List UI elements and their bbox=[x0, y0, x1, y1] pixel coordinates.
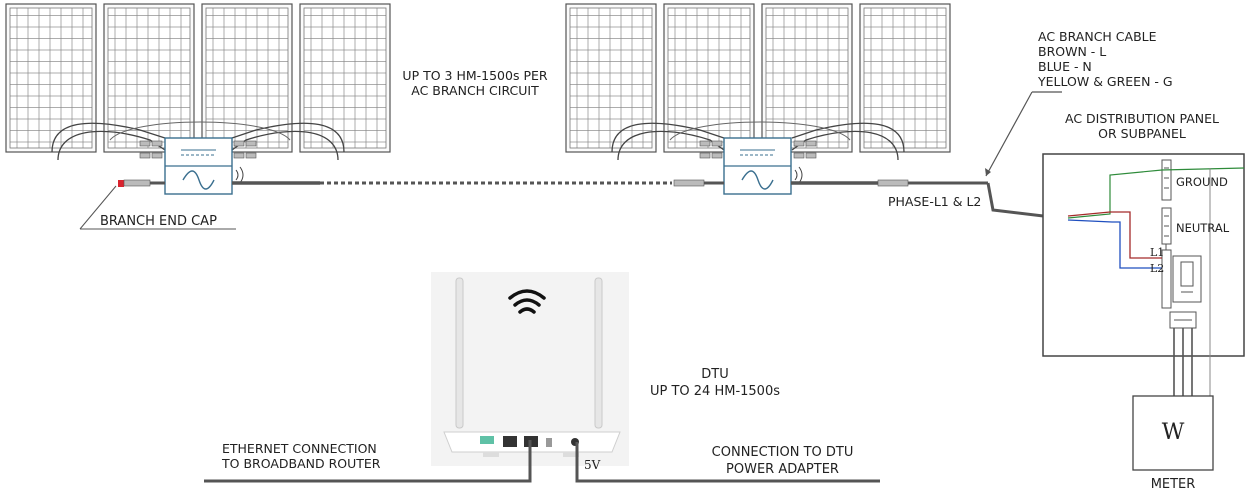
ac-cable-brown: BROWN - L bbox=[1038, 44, 1107, 59]
solar-array-left bbox=[5, 3, 391, 195]
panel-line1: AC DISTRIBUTION PANEL bbox=[1065, 111, 1219, 126]
five-v-label: 5V bbox=[584, 458, 601, 472]
solar-panel-icon bbox=[299, 3, 391, 153]
end-cap-label: BRANCH END CAP bbox=[100, 214, 217, 229]
ethernet-line2: TO BROADBAND ROUTER bbox=[222, 456, 381, 471]
ground-label: GROUND bbox=[1176, 175, 1228, 189]
ethernet-line1: ETHERNET CONNECTION bbox=[222, 441, 377, 456]
solar-array-right bbox=[565, 3, 951, 195]
solar-panel-icon bbox=[201, 3, 293, 153]
l2-label: L2 bbox=[1150, 262, 1165, 275]
branch-limit-line2: AC BRANCH CIRCUIT bbox=[411, 83, 539, 98]
power-line2: POWER ADAPTER bbox=[726, 462, 839, 477]
ac-cable-legend: AC BRANCH CABLE BROWN - L BLUE - N YELLO… bbox=[1038, 29, 1173, 89]
dtu-label: DTU UP TO 24 HM-1500s bbox=[640, 366, 790, 400]
power-label: CONNECTION TO DTU POWER ADAPTER bbox=[690, 444, 875, 478]
power-line1: CONNECTION TO DTU bbox=[711, 445, 854, 460]
dtu-device-icon bbox=[431, 272, 629, 466]
neutral-label: NEUTRAL bbox=[1176, 221, 1230, 235]
ac-cable-title: AC BRANCH CABLE bbox=[1038, 29, 1157, 44]
ac-trunk-cable bbox=[118, 179, 1070, 220]
panel-line2: OR SUBPANEL bbox=[1098, 126, 1186, 141]
ac-cable-blue: BLUE - N bbox=[1038, 59, 1092, 74]
l1-label: L1 bbox=[1150, 246, 1165, 259]
ac-distribution-panel bbox=[1042, 153, 1245, 396]
meter-symbol: W bbox=[1161, 420, 1185, 445]
solar-panel-icon bbox=[761, 3, 853, 153]
wifi-icon bbox=[508, 289, 546, 314]
solar-panel-icon bbox=[5, 3, 97, 153]
dtu-line2: UP TO 24 HM-1500s bbox=[649, 384, 780, 399]
branch-limit-line1: UP TO 3 HM-1500s PER bbox=[402, 68, 548, 83]
end-cap-icon bbox=[118, 180, 124, 187]
solar-panel-icon bbox=[565, 3, 657, 153]
microinverter-icon bbox=[164, 137, 244, 195]
panel-label: AC DISTRIBUTION PANEL OR SUBPANEL bbox=[1056, 111, 1228, 141]
solar-panel-icon bbox=[103, 3, 195, 153]
ethernet-label: ETHERNET CONNECTION TO BROADBAND ROUTER bbox=[222, 441, 380, 471]
branch-limit-label: UP TO 3 HM-1500s PER AC BRANCH CIRCUIT bbox=[395, 68, 555, 98]
microinverter-icon bbox=[723, 137, 803, 195]
meter-label: METER bbox=[1150, 477, 1196, 492]
meter-icon bbox=[1132, 395, 1214, 471]
ac-cable-yg: YELLOW & GREEN - G bbox=[1038, 74, 1173, 89]
dtu-line1: DTU bbox=[701, 367, 729, 382]
phase-label: PHASE-L1 & L2 bbox=[888, 194, 982, 209]
solar-panel-icon bbox=[859, 3, 951, 153]
solar-panel-icon bbox=[663, 3, 755, 153]
